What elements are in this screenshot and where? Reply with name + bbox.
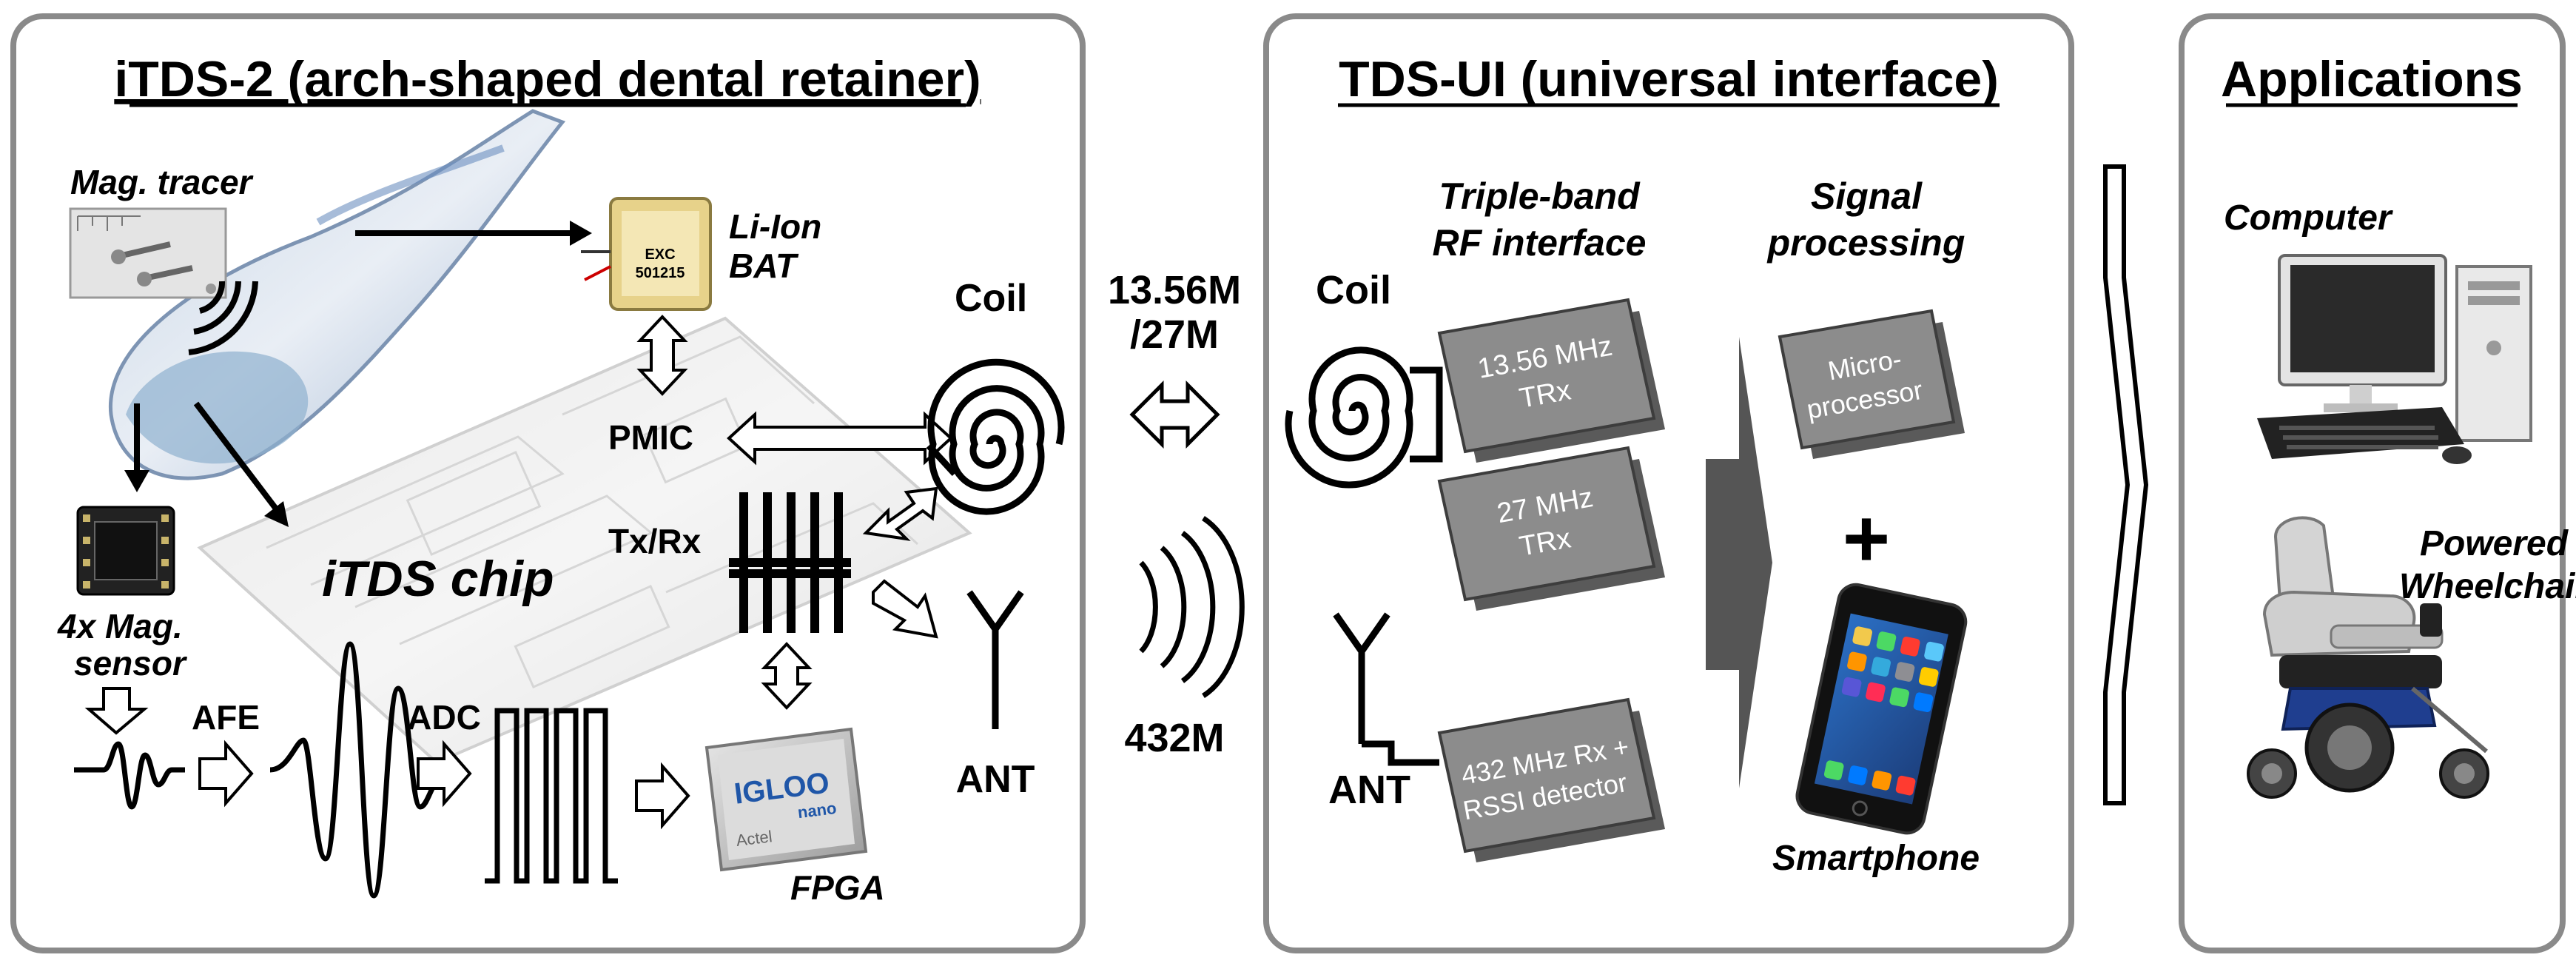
smartphone-image <box>1795 583 1968 835</box>
mag-sensor-chip-image <box>76 506 175 596</box>
triple-band-label-line1: Triple-band <box>1439 175 1641 217</box>
middle-coil-spiral <box>1285 346 1413 489</box>
triple-band-label-line2: RF interface <box>1433 222 1647 264</box>
trx-27-box: 27 MHz TRx <box>1437 446 1665 611</box>
link-freq-432: 432M <box>1124 716 1224 760</box>
digital-fpga-arrow <box>635 762 690 830</box>
txrx-ant-arrow <box>872 579 938 639</box>
battery-pmic-arrow <box>636 315 688 396</box>
adc-label: ADC <box>407 698 481 737</box>
right-panel <box>2179 13 2566 953</box>
wheelchair-label-line2: Wheelchair <box>2399 567 2576 606</box>
left-coil-lead <box>926 443 958 477</box>
txrx-fpga-arrow <box>761 642 813 710</box>
txrx-antenna-bars <box>729 492 851 633</box>
middle-panel-title: TDS-UI (universal interface) <box>1339 51 1999 107</box>
li-ion-label-line2: BAT <box>729 247 799 285</box>
afe-arrow <box>198 740 254 808</box>
digital-signal-waveform <box>485 708 618 884</box>
pmic-label: PMIC <box>608 418 693 457</box>
retainer-to-battery-arrowhead <box>570 221 592 246</box>
mag-sensor-label-line1: 4x Mag. <box>57 607 183 646</box>
wireless-signal-icon <box>188 281 258 355</box>
retainer-to-sensor-arrowhead <box>124 470 149 492</box>
sensor-waveform-arrow <box>84 687 149 735</box>
plus-sign: + <box>1843 493 1890 584</box>
adc-arrow <box>417 740 472 808</box>
processing-wedge-arrow <box>1706 337 1772 788</box>
left-antenna-icon <box>966 590 1024 729</box>
signal-processing-label-line1: Signal <box>1811 175 1923 217</box>
computer-image <box>2257 254 2532 464</box>
smartphone-label: Smartphone <box>1772 839 1980 878</box>
left-coil-spiral <box>927 358 1065 515</box>
itds-chip-label: iTDS chip <box>322 551 554 607</box>
computer-label: Computer <box>2224 198 2393 238</box>
middle-coil-lead <box>1410 366 1443 463</box>
mag-tracer-label: Mag. tracer <box>70 163 254 201</box>
li-ion-label-line1: Li-Ion <box>729 207 821 246</box>
mag-sensor-label-line2: sensor <box>74 644 187 683</box>
amplified-signal-waveform <box>269 641 452 899</box>
fpga-chip-image: IGLOO nano Actel <box>704 727 868 872</box>
wheelchair-label-line1: Powered <box>2420 524 2569 563</box>
txrx-label: Tx/Rx <box>608 522 702 560</box>
middle-ant-label: ANT <box>1328 768 1410 812</box>
wheelchair-image <box>2247 516 2489 799</box>
mag-tracer-image <box>69 207 227 299</box>
rx-432-box: 432 MHz Rx + RSSI detector <box>1437 697 1665 862</box>
signal-processing-label-line2: processing <box>1766 222 1965 264</box>
middle-antenna-icon <box>1333 612 1439 766</box>
svg-text:EXC: EXC <box>645 247 675 263</box>
afe-label: AFE <box>192 698 260 737</box>
li-ion-battery-image: EXC 501215 <box>581 197 712 311</box>
svg-text:Actel: Actel <box>735 827 773 850</box>
middle-coil-label: Coil <box>1316 268 1391 312</box>
left-panel-title: iTDS-2 (arch-shaped dental retainer) <box>114 51 981 107</box>
svg-text:501215: 501215 <box>636 265 685 281</box>
raw-signal-waveform <box>74 741 185 810</box>
right-panel-title: Applications <box>2221 51 2523 107</box>
link-coil-double-arrow <box>1129 380 1220 449</box>
interface-to-applications-arrow <box>2103 164 2149 805</box>
link-freq-line2: /27M <box>1130 312 1219 357</box>
left-ant-label: ANT <box>956 758 1035 801</box>
fpga-label: FPGA <box>790 868 885 907</box>
link-freq-line1: 13.56M <box>1108 268 1241 312</box>
dental-retainer-image <box>108 109 566 480</box>
retainer-to-chip-arrow <box>193 401 280 513</box>
left-coil-label: Coil <box>955 277 1027 320</box>
retainer-to-chip-arrowhead <box>264 501 289 527</box>
link-rf-wave-icon <box>1139 516 1245 698</box>
txrx-coil-arrow <box>862 486 938 541</box>
trx-13-box: 13.56 MHz TRx <box>1437 298 1665 463</box>
microprocessor-box: Micro- processor <box>1778 309 1965 459</box>
